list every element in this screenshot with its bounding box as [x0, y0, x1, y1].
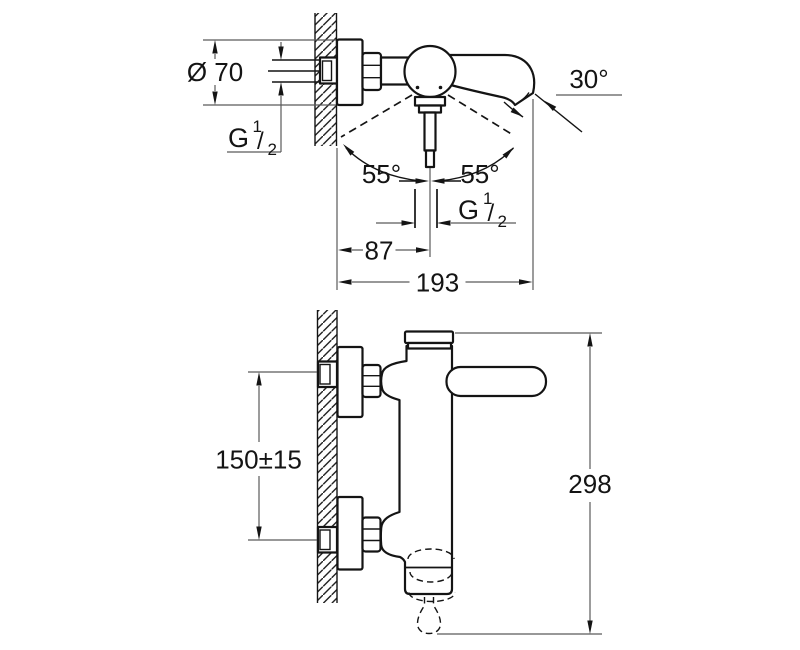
arrowhead	[587, 620, 593, 634]
lever-swing-left-dashed	[340, 94, 413, 138]
thread-outlet-separator: /	[488, 200, 495, 227]
nipple-thread-lower	[319, 529, 331, 551]
escutcheon-upper	[336, 345, 364, 419]
dimension-spout-angle: 30°	[503, 64, 622, 133]
thread-wall-denominator: 2	[268, 140, 277, 159]
arrowhead	[338, 279, 352, 285]
wall-nipple-lower	[316, 525, 339, 554]
arrowhead	[212, 91, 218, 105]
arrowhead	[502, 145, 516, 159]
arrowhead	[510, 107, 525, 120]
nut-body	[361, 51, 383, 92]
lever-collar	[413, 95, 447, 107]
arrowhead	[341, 142, 355, 156]
pipe-lines	[268, 59, 324, 83]
mixer-body-circle	[403, 44, 457, 99]
thread-outlet-denominator: 2	[498, 212, 507, 231]
lower-inlet	[316, 495, 382, 571]
spout-mouth-inner	[518, 92, 530, 104]
arrowhead	[256, 372, 262, 386]
cartridge-cap	[403, 330, 455, 345]
dimension-projection: 193	[338, 268, 533, 298]
dim-total-height-label: 298	[568, 469, 611, 499]
arrowhead	[256, 526, 262, 540]
dimension-total-height: 298	[437, 332, 612, 635]
thread-wall-base: G	[228, 123, 249, 153]
bottom-outlet-projection	[414, 189, 438, 228]
thread-outlet-base: G	[458, 195, 479, 225]
dimension-inlet-spacing: 150±15	[215, 371, 317, 541]
dim-projection-label: 193	[416, 268, 459, 298]
dim-lines	[227, 42, 282, 153]
dim-lever-angle-right-label: 55°	[460, 159, 499, 189]
dim-spout-angle-label: 30°	[569, 64, 608, 94]
lever-handle-top-view	[413, 95, 447, 169]
pivot-dots	[415, 85, 443, 90]
arrowhead	[212, 40, 218, 54]
hidden-thread-arc-lower	[408, 592, 456, 603]
wall-nipple-upper	[316, 360, 339, 389]
angle-line	[534, 93, 583, 133]
arrowhead	[278, 82, 284, 96]
nipple-thread	[321, 60, 333, 82]
arrowhead	[338, 247, 352, 253]
upper-inlet	[316, 345, 382, 419]
nipple-thread-upper	[319, 363, 331, 385]
cap-step	[406, 341, 453, 350]
dimension-diameter: Ø 70	[187, 39, 336, 106]
dim-lines	[248, 371, 317, 541]
mixer-body-front-view	[379, 344, 454, 596]
thread-wall-separator: /	[257, 128, 264, 155]
outlet-nipple-phantom	[416, 597, 442, 635]
dim-lines	[437, 332, 602, 635]
wall-hatch	[317, 310, 337, 603]
arrowhead	[431, 178, 445, 184]
arrowhead	[278, 46, 284, 60]
lever-stem	[423, 111, 437, 152]
dimension-thread-wall: G 1 / 2	[227, 42, 284, 159]
arrowhead	[519, 279, 533, 285]
dim-lever-angle-left-label: 55°	[362, 159, 401, 189]
dim-diameter-label: Ø 70	[187, 57, 243, 87]
nut-facets-lower	[362, 528, 381, 542]
arrowhead	[401, 220, 415, 226]
arrowhead	[437, 220, 451, 226]
thread-outlet-numerator: 1	[483, 189, 492, 208]
hidden-thread-arc-upper	[407, 548, 455, 560]
escutcheon	[335, 38, 364, 107]
extension-lines	[336, 99, 534, 290]
dimension-lever-angle: 55° 55°	[341, 142, 516, 189]
nut-facets-upper	[362, 375, 381, 387]
union-nut-upper	[361, 363, 382, 399]
hidden-thread-arc-inner	[409, 571, 453, 583]
arrowhead	[587, 333, 593, 347]
union-nut	[361, 51, 383, 92]
lever-swing-right-dashed	[447, 94, 514, 136]
wall-section-front-view	[316, 310, 338, 603]
supply-pipe	[268, 56, 339, 85]
pivot-dot-right	[438, 85, 443, 90]
spout-outline	[446, 53, 536, 107]
dimension-thread-outlet: G 1 / 2	[376, 189, 516, 231]
arrowhead	[416, 247, 430, 253]
spout	[446, 53, 536, 107]
arrowhead	[415, 178, 429, 184]
arrowhead	[542, 98, 557, 112]
dim-inlet-spacing-label: 150±15	[215, 445, 302, 475]
escutcheon-lower	[336, 495, 364, 571]
union-nut-lower	[361, 516, 382, 553]
shower-outlet	[405, 548, 456, 635]
top-view: 55° 55° Ø 70 G 1 / 2	[187, 13, 622, 298]
nut-facets	[362, 64, 381, 79]
lever-handle-front-view	[445, 365, 548, 398]
dim-lines	[203, 39, 336, 106]
dim-wall-offset-label: 87	[365, 236, 394, 266]
thread-wall-numerator: 1	[253, 117, 262, 136]
pivot-dot-left	[415, 85, 420, 90]
lever-stem-tip	[424, 149, 436, 169]
dimension-wall-offset: 87	[338, 236, 430, 266]
front-view: 150±15 298	[215, 310, 612, 635]
